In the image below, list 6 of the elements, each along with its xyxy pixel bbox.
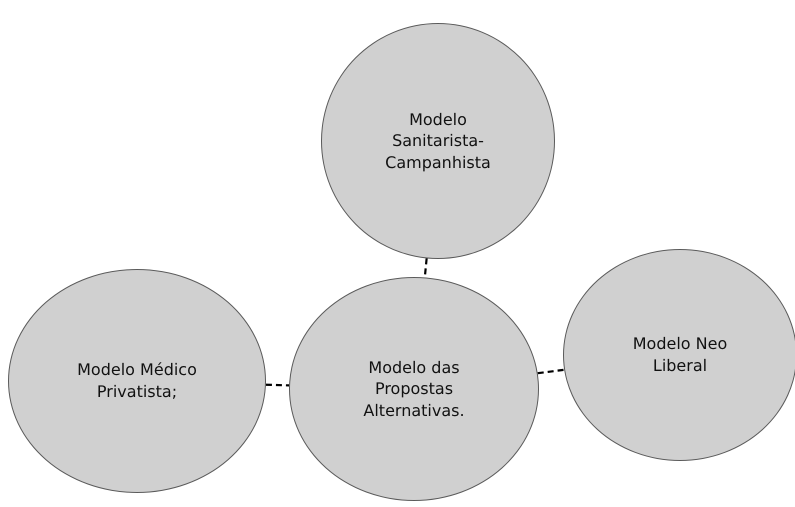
- dashed-connector: [266, 384, 290, 386]
- node-label: Modelo das Propostas Alternativas.: [362, 356, 466, 422]
- node-label: Modelo Sanitarista-Campanhista: [384, 108, 492, 174]
- node-label: Modelo Neo Liberal: [632, 333, 728, 377]
- node-label: Modelo Médico Privatista;: [76, 359, 198, 403]
- dashed-connector: [538, 368, 564, 374]
